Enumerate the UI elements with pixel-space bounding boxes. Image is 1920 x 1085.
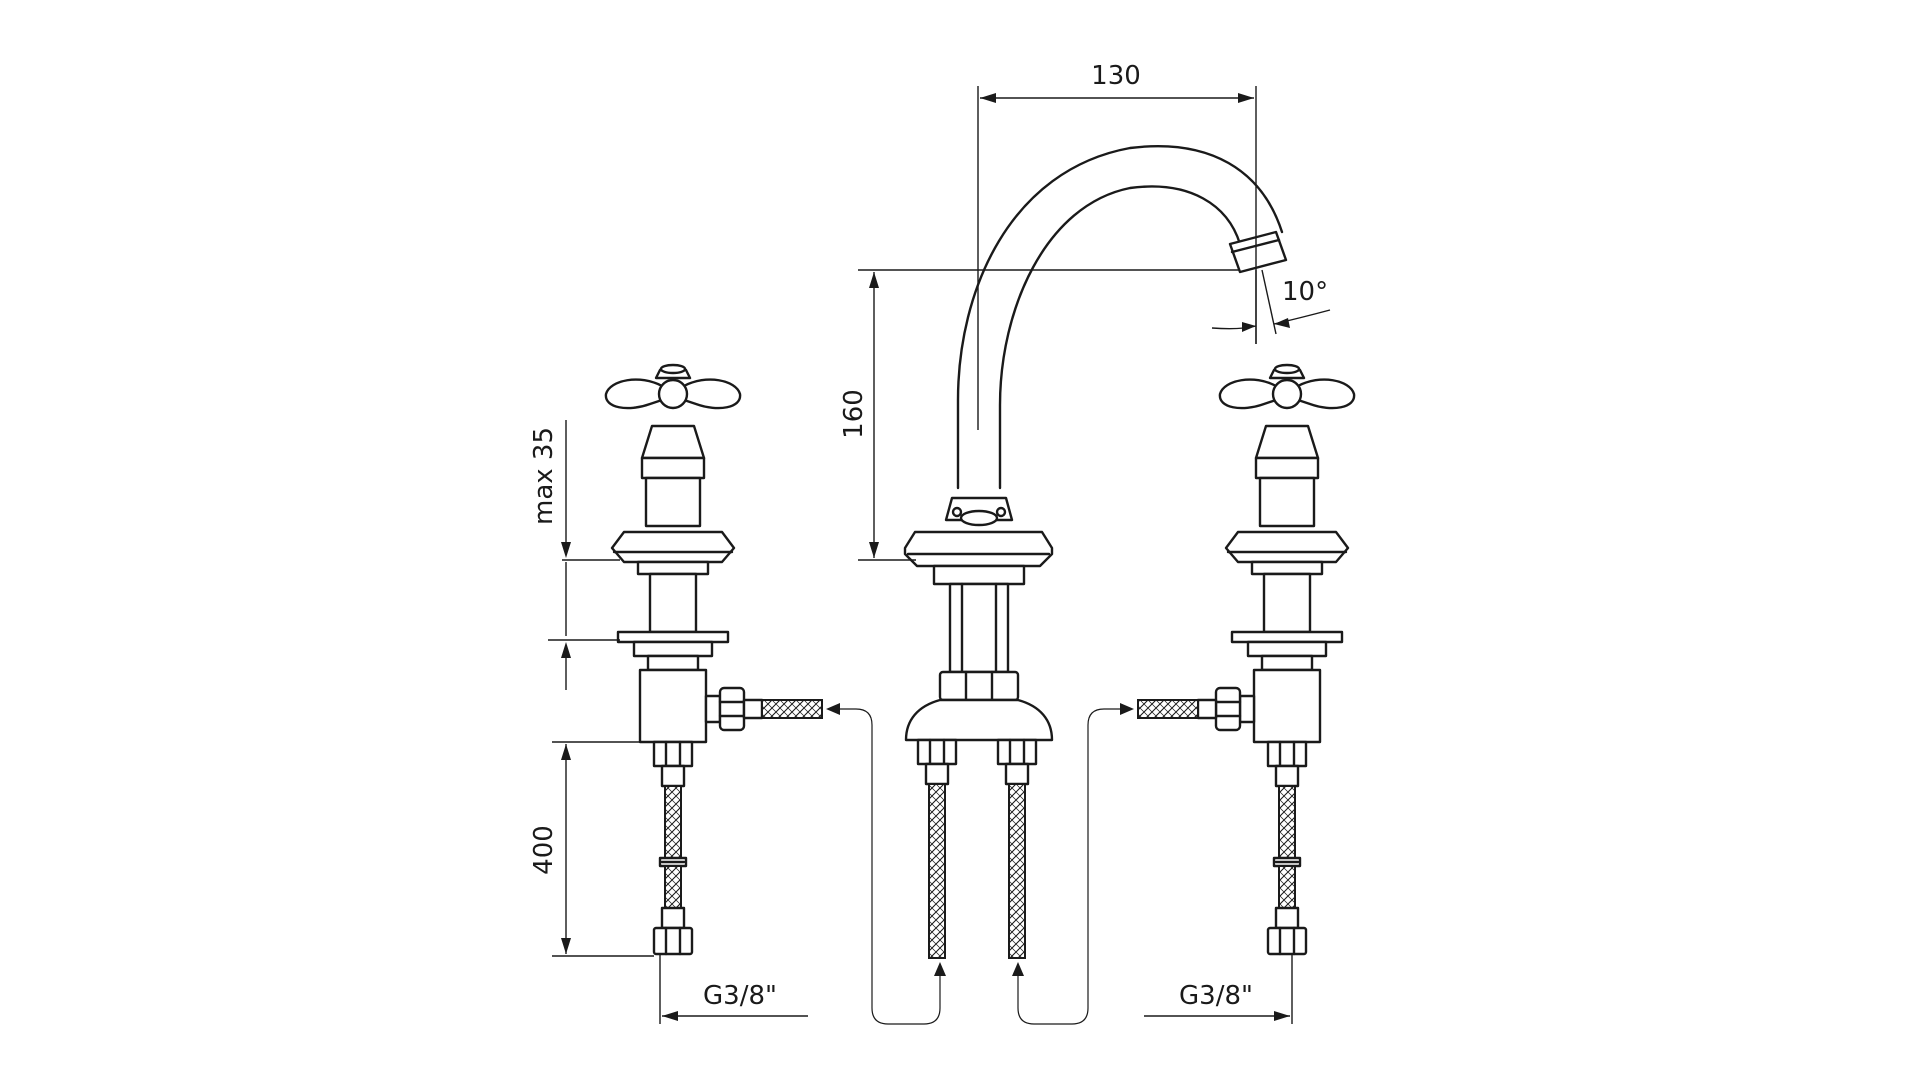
left-valve — [604, 363, 823, 956]
right-valve — [1137, 363, 1356, 956]
spout-hose-left — [928, 783, 946, 959]
dim-thread-left: G3/8" — [659, 954, 808, 1024]
dim-label-thread-right: G3/8" — [1179, 981, 1253, 1011]
dim-spout-angle: 10° — [1211, 269, 1331, 344]
dim-label-400: 400 — [529, 825, 559, 875]
dim-label-130: 130 — [1091, 61, 1141, 91]
dim-spout-height: 160 — [839, 269, 1240, 561]
right-flange — [1224, 530, 1350, 564]
dim-label-160: 160 — [839, 389, 869, 439]
connection-arrows — [826, 703, 1134, 1025]
spout — [903, 145, 1288, 959]
dim-spout-reach: 130 — [977, 61, 1257, 430]
dim-label-thread-left: G3/8" — [703, 981, 777, 1011]
right-outlet-hose — [1137, 699, 1199, 719]
dim-thread-right: G3/8" — [1144, 954, 1293, 1024]
dim-max-deck: max 35 — [529, 420, 620, 690]
dim-label-max35: max 35 — [529, 427, 559, 525]
dim-hose-length: 400 — [529, 741, 654, 957]
left-outlet-hose — [761, 699, 823, 719]
spout-flange — [903, 530, 1054, 568]
dim-label-10deg: 10° — [1282, 277, 1328, 307]
spout-hose-right — [1008, 783, 1026, 959]
left-flange — [610, 530, 736, 564]
